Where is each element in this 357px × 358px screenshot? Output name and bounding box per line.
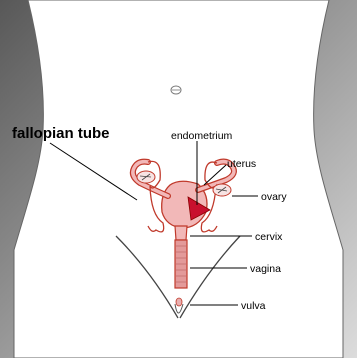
label-vulva: vulva	[241, 300, 266, 312]
vulva-opening	[176, 298, 182, 306]
label-vagina: vagina	[250, 263, 281, 275]
label-endometrium: endometrium	[171, 130, 233, 142]
label-cervix: cervix	[255, 231, 283, 243]
label-fallopian-tube: fallopian tube	[12, 125, 110, 142]
label-uterus: uterus	[227, 158, 256, 170]
label-ovary: ovary	[261, 191, 287, 203]
cervix	[175, 226, 187, 240]
